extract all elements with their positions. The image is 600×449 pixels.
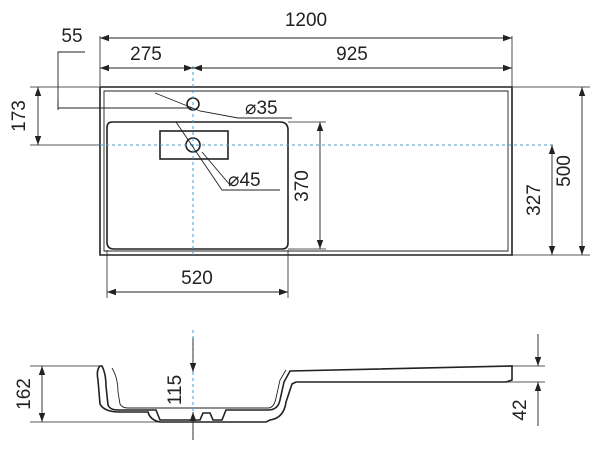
countertop-inner-rim xyxy=(103,90,509,252)
dim-overall-width: 1200 xyxy=(99,10,513,86)
label-side-height: 162 xyxy=(14,378,35,410)
drain-plate xyxy=(159,130,229,160)
drain-hole-leader xyxy=(175,121,280,191)
dim-depth-right: 327 xyxy=(512,145,560,256)
label-shelf-width: 925 xyxy=(336,44,368,65)
label-center-from-top: 173 xyxy=(9,100,30,132)
label-overall-width: 1200 xyxy=(285,10,327,31)
label-overhang-left: 55 xyxy=(61,26,82,47)
label-basin-width: 520 xyxy=(181,268,213,289)
dim-overall-depth: 500 xyxy=(512,86,590,256)
label-overall-depth: 500 xyxy=(554,155,575,187)
side-view xyxy=(96,330,513,440)
label-basin-depth-plan: 370 xyxy=(292,170,313,202)
dim-center-from-top: 173 xyxy=(9,86,99,146)
plan-view xyxy=(99,66,556,258)
dim-basin-width: 520 xyxy=(106,250,289,298)
label-depth-right: 327 xyxy=(524,184,545,216)
label-shelf-thickness: 42 xyxy=(510,399,531,420)
label-drain-hole: ⌀45 xyxy=(228,170,261,191)
tap-hole-leader xyxy=(154,92,292,119)
drain-hole-leader-tail xyxy=(201,151,231,186)
label-basin-inner-height: 115 xyxy=(165,375,186,405)
label-tap-hole: ⌀35 xyxy=(245,98,278,119)
dim-basin-inner-height: 115 xyxy=(165,338,197,440)
dim-shelf-thickness: 42 xyxy=(506,334,545,426)
dim-offsets: 275 925 xyxy=(100,44,512,72)
dim-side-height: 162 xyxy=(14,365,160,423)
basin-bowl-outline xyxy=(106,121,289,250)
dim-basin-depth: 370 xyxy=(288,121,326,250)
side-profile-outline xyxy=(96,365,513,423)
dim-overhang: 55 xyxy=(57,26,193,110)
label-basin-offset: 275 xyxy=(130,44,162,65)
side-inner-curve xyxy=(111,367,287,409)
